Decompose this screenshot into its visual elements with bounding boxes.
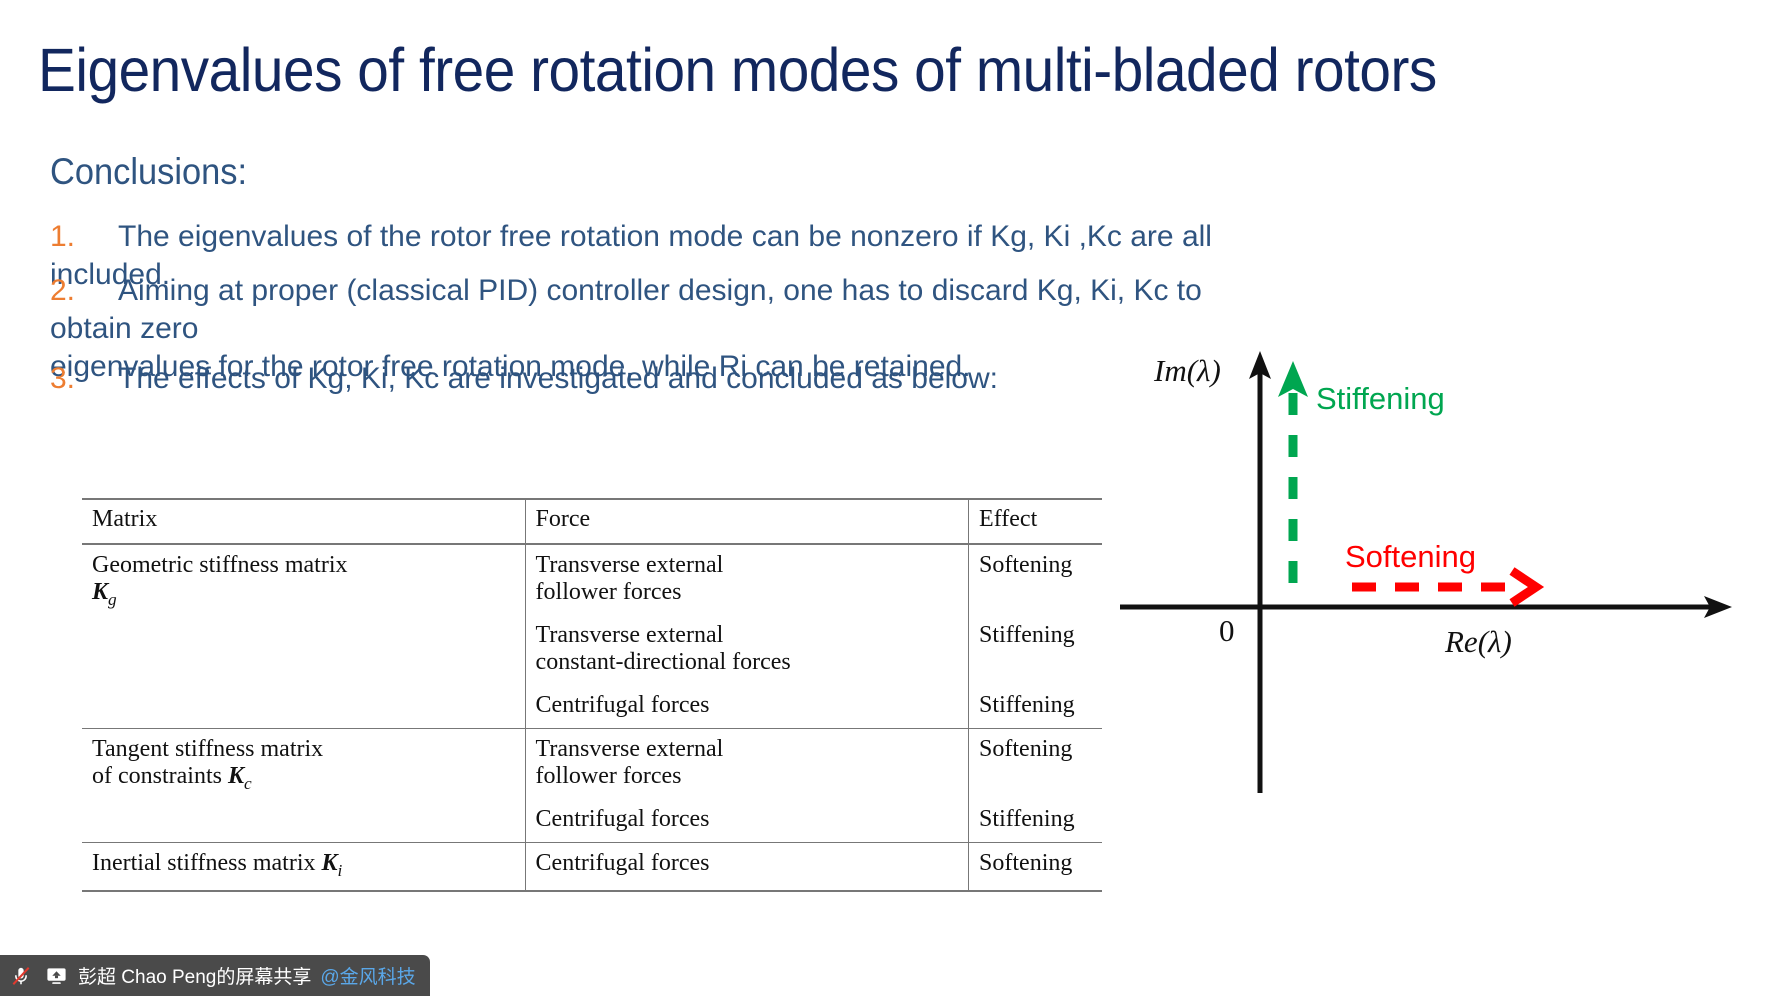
origin-label: 0 bbox=[1219, 613, 1235, 648]
imaginary-axis-icon bbox=[1249, 351, 1271, 793]
table-row: Geometric stiffness matrix Kg Transverse… bbox=[82, 544, 1102, 729]
force-line: Centrifugal forces bbox=[535, 806, 710, 832]
softening-arrow-icon bbox=[1352, 567, 1545, 607]
column-header-effect: Effect bbox=[979, 506, 1038, 532]
list-item-label: The eigenvalues of the rotor free rotati… bbox=[50, 220, 1212, 291]
list-item-line: Aiming at proper (classical PID) control… bbox=[50, 274, 1202, 345]
cell-force: Transverse external follower forces bbox=[525, 728, 970, 799]
table-body: Geometric stiffness matrix Kg Transverse… bbox=[82, 544, 1102, 891]
matrix-name: Tangent stiffness matrix bbox=[92, 736, 324, 762]
share-user-label: 彭超 Chao Peng的屏幕共享 bbox=[78, 967, 312, 988]
force-line: follower forces bbox=[535, 763, 682, 789]
list-item: 2. Aiming at proper (classical PID) cont… bbox=[50, 272, 1265, 386]
cell-effect: Softening bbox=[968, 728, 1102, 799]
cell-effect: Softening bbox=[979, 552, 1073, 578]
matrix-name: Geometric stiffness matrix bbox=[92, 552, 348, 578]
list-item-label: The effects of Kg, Ki, Kc are investigat… bbox=[118, 362, 998, 395]
softening-label: Softening bbox=[1345, 539, 1476, 574]
force-line: Centrifugal forces bbox=[535, 692, 710, 718]
force-line: constant-directional forces bbox=[535, 649, 791, 675]
stiffening-label: Stiffening bbox=[1316, 381, 1445, 416]
cell-effect: Stiffening bbox=[979, 806, 1075, 832]
list-item: 1. The eigenvalues of the rotor free rot… bbox=[50, 218, 1265, 294]
page-title: Eigenvalues of free rotation modes of mu… bbox=[38, 36, 1437, 104]
cell-force: Transverse external constant-directional… bbox=[525, 615, 970, 685]
cell-force: Centrifugal forces bbox=[525, 685, 970, 729]
share-org-label: @金风科技 bbox=[320, 967, 416, 988]
list-item-label: Aiming at proper (classical PID) control… bbox=[50, 274, 1202, 383]
cell-effect: Stiffening bbox=[979, 692, 1075, 718]
matrix-name: Inertial stiffness matrix Ki bbox=[92, 850, 343, 880]
conclusions-heading: Conclusions: bbox=[50, 151, 248, 192]
list-item-line: eigenvalues for the rotor free rotation … bbox=[50, 350, 971, 383]
force-line: follower forces bbox=[535, 579, 682, 605]
table-row: Inertial stiffness matrix Ki Centrifugal… bbox=[82, 842, 1102, 891]
list-item: 3. The effects of Kg, Ki, Kc are investi… bbox=[50, 360, 1265, 398]
cell-force: Transverse external follower forces bbox=[525, 544, 970, 615]
cell-effect: Stiffening bbox=[979, 622, 1075, 648]
list-item-number: 1. bbox=[50, 220, 76, 253]
effects-table: Matrix Force Effect Geometric stiffness … bbox=[82, 498, 1102, 892]
table-row: Transverse external constant-directional… bbox=[82, 615, 1102, 685]
cell-effect: Softening bbox=[979, 850, 1073, 876]
column-header-matrix: Matrix bbox=[82, 499, 526, 544]
cell-force: Centrifugal forces bbox=[525, 842, 970, 891]
axes-svg bbox=[1120, 351, 1732, 793]
column-header-force: Force bbox=[525, 499, 970, 544]
cell-force: Centrifugal forces bbox=[525, 799, 970, 843]
table-row: Tangent stiffness matrix of constraints … bbox=[82, 728, 1102, 843]
cell-matrix: Tangent stiffness matrix of constraints … bbox=[82, 728, 526, 843]
matrix-name: of constraints Kc bbox=[92, 763, 252, 793]
table-header-row: Matrix Force Effect bbox=[82, 499, 1102, 544]
cell-matrix: Inertial stiffness matrix Ki bbox=[82, 842, 526, 891]
stiffening-arrow-icon bbox=[1278, 361, 1308, 583]
complex-plane-diagram: Im(λ) Re(λ) 0 Stiffening Softening bbox=[1120, 345, 1740, 825]
force-line: Centrifugal forces bbox=[535, 850, 710, 876]
table-row: Centrifugal forces Stiffening bbox=[82, 685, 1102, 729]
matrix-symbol: Kg bbox=[92, 579, 117, 609]
screen-share-icon[interactable] bbox=[43, 963, 69, 989]
table-row: Centrifugal forces Stiffening bbox=[82, 799, 1102, 843]
list-item-number: 3. bbox=[50, 362, 76, 395]
table-header: Matrix Force Effect bbox=[82, 499, 1102, 544]
real-axis-icon bbox=[1120, 596, 1732, 618]
force-line: Transverse external bbox=[535, 552, 724, 578]
force-line: Transverse external bbox=[535, 622, 724, 648]
cell-matrix: Geometric stiffness matrix Kg bbox=[82, 544, 526, 729]
imaginary-axis-label: Im(λ) bbox=[1154, 353, 1221, 388]
force-line: Transverse external bbox=[535, 736, 724, 762]
screen-share-bar[interactable]: 彭超 Chao Peng的屏幕共享 @金风科技 bbox=[0, 955, 430, 996]
real-axis-label: Re(λ) bbox=[1445, 624, 1512, 659]
list-item-number: 2. bbox=[50, 274, 76, 307]
microphone-muted-icon[interactable] bbox=[8, 963, 34, 989]
